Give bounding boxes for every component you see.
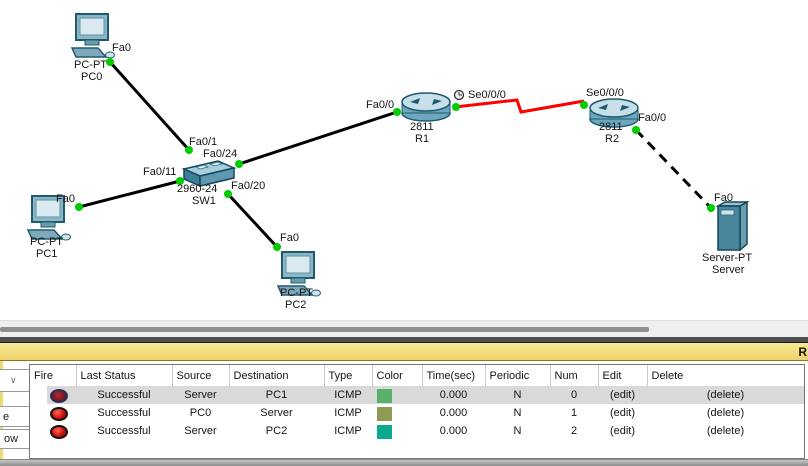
sw1-icon[interactable] bbox=[181, 160, 237, 188]
source-cell: PC0 bbox=[189, 407, 212, 419]
delete-link[interactable]: (delete) bbox=[706, 407, 745, 419]
col-destination: Destination bbox=[229, 365, 325, 386]
pc1-port-label: Fa0 bbox=[56, 193, 75, 205]
sw1-port1-label: Fa0/1 bbox=[189, 136, 218, 148]
delete-link[interactable]: (delete) bbox=[647, 386, 804, 404]
pc0-name-label: PC0 bbox=[81, 71, 103, 83]
r1-fa00-label: Fa0/0 bbox=[366, 99, 395, 111]
num-cell: 1 bbox=[570, 407, 578, 419]
num-cell: 0 bbox=[550, 386, 598, 404]
pc0-icon[interactable] bbox=[70, 13, 115, 59]
pc0-port-label: Fa0 bbox=[112, 42, 131, 54]
destination-cell: Server bbox=[260, 407, 293, 419]
col-periodic: Periodic bbox=[485, 365, 551, 386]
periodic-cell: N bbox=[485, 386, 550, 404]
source-cell: Server bbox=[172, 386, 229, 404]
horizontal-scrollbar-thumb[interactable] bbox=[0, 327, 649, 332]
fire-led[interactable] bbox=[50, 407, 68, 421]
r2-name-label: R2 bbox=[605, 133, 620, 145]
link-pc0-sw1[interactable] bbox=[108, 60, 191, 152]
sw1-name-label: SW1 bbox=[192, 195, 216, 207]
server-icon[interactable] bbox=[715, 200, 750, 252]
chevron-down-icon: ∨ bbox=[10, 375, 17, 385]
periodic-cell: N bbox=[513, 425, 522, 437]
link-sw1-pc1[interactable] bbox=[78, 179, 181, 209]
fire-led[interactable] bbox=[50, 389, 68, 403]
col-fire: Fire bbox=[30, 365, 77, 386]
pdu-row-2[interactable]: Successful Server PC2 ICMP 0.000 N 2 (ed… bbox=[30, 422, 804, 440]
realtime-title-bar: R bbox=[0, 342, 808, 361]
col-source: Source bbox=[172, 365, 230, 386]
pc0-model-label: PC-PT bbox=[74, 59, 107, 71]
link-sw1-r1[interactable] bbox=[238, 110, 398, 166]
col-delete: Delete bbox=[651, 369, 684, 382]
r1-name-label: R1 bbox=[415, 133, 430, 145]
source-cell: Server bbox=[184, 425, 217, 437]
r1-se000-label: Se0/0/0 bbox=[468, 89, 506, 101]
button-label: e bbox=[3, 411, 10, 423]
pc1-icon[interactable] bbox=[26, 195, 71, 241]
panel-bottom-border bbox=[0, 459, 808, 466]
last-status-cell: Successful bbox=[97, 425, 151, 437]
col-last-status: Last Status bbox=[76, 365, 173, 386]
server-port-label: Fa0 bbox=[714, 192, 733, 204]
edit-link[interactable]: (edit) bbox=[609, 425, 636, 437]
pdu-row-1[interactable]: Successful PC0 Server ICMP 0.000 N 1 (ed… bbox=[30, 404, 804, 422]
pdu-color-swatch bbox=[377, 406, 392, 421]
panel-splitter[interactable] bbox=[0, 337, 808, 342]
last-status-cell: Successful bbox=[97, 407, 151, 419]
r1-icon[interactable] bbox=[401, 92, 451, 122]
sw1-model-label: 2960-24 bbox=[177, 183, 218, 195]
pc2-port-label: Fa0 bbox=[280, 232, 299, 244]
last-status-cell: Successful bbox=[76, 386, 172, 404]
destination-cell: PC2 bbox=[265, 425, 288, 437]
col-edit: Edit bbox=[598, 365, 648, 386]
time-cell: 0.000 bbox=[422, 386, 485, 404]
r2-se000-label: Se0/0/0 bbox=[586, 87, 624, 99]
pdu-list-table: Fire Last Status Source Destination Type… bbox=[29, 364, 805, 459]
type-cell: ICMP bbox=[334, 425, 362, 437]
button-label: ow bbox=[4, 433, 19, 445]
r2-model-label: 2811 bbox=[599, 121, 623, 133]
clock-icon bbox=[453, 89, 465, 101]
realtime-label: R bbox=[798, 345, 807, 359]
server-model-label: Server-PT bbox=[702, 252, 753, 264]
type-cell: ICMP bbox=[324, 386, 372, 404]
pc1-model-label: PC-PT bbox=[30, 236, 63, 248]
col-color: Color bbox=[372, 365, 423, 386]
pc1-name-label: PC1 bbox=[36, 248, 58, 260]
time-cell: 0.000 bbox=[439, 407, 468, 419]
time-cell: 0.000 bbox=[439, 425, 468, 437]
r1-model-label: 2811 bbox=[410, 121, 434, 133]
sw1-port24-label: Fa0/24 bbox=[203, 148, 238, 160]
num-cell: 2 bbox=[570, 425, 578, 437]
edit-link[interactable]: (edit) bbox=[598, 386, 647, 404]
link-r2-server[interactable] bbox=[634, 128, 713, 210]
delete-link[interactable]: (delete) bbox=[706, 425, 745, 437]
col-type: Type bbox=[324, 365, 373, 386]
sw1-port11-label: Fa0/11 bbox=[143, 166, 177, 178]
type-cell: ICMP bbox=[334, 407, 362, 419]
sw1-port20-label: Fa0/20 bbox=[231, 180, 266, 192]
pdu-color-swatch bbox=[377, 424, 392, 439]
pdu-row-0[interactable]: Successful Server PC1 ICMP 0.000 N 0 (ed… bbox=[30, 386, 804, 404]
topology-canvas[interactable] bbox=[0, 0, 808, 320]
link-serial-r1-r2[interactable] bbox=[454, 98, 585, 114]
fire-led[interactable] bbox=[50, 425, 68, 439]
col-num: Num bbox=[550, 365, 599, 386]
server-name-label: Server bbox=[712, 264, 745, 276]
pdu-color-swatch bbox=[377, 388, 392, 403]
port-status-dots bbox=[75, 58, 715, 251]
link-sw1-pc2[interactable] bbox=[226, 192, 279, 249]
destination-cell: PC1 bbox=[229, 386, 324, 404]
pc2-model-label: PC-PT bbox=[280, 287, 313, 299]
pc2-name-label: PC2 bbox=[285, 299, 307, 311]
pc2-icon[interactable] bbox=[276, 251, 321, 297]
r2-fa00-label: Fa0/0 bbox=[638, 112, 667, 124]
edit-link[interactable]: (edit) bbox=[609, 407, 636, 419]
pdu-table-header: Fire Last Status Source Destination Type… bbox=[30, 365, 804, 386]
periodic-cell: N bbox=[513, 407, 522, 419]
col-time: Time(sec) bbox=[422, 365, 486, 386]
r2-icon[interactable] bbox=[589, 98, 639, 128]
